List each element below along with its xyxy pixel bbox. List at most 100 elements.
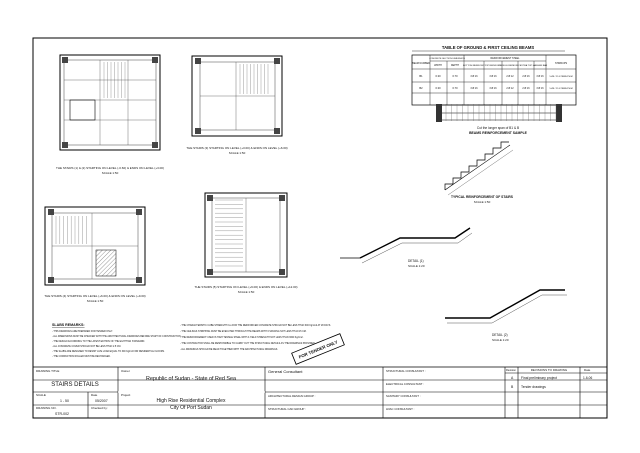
remark-2: - ALL DIMENSIONS MUST BE CHECKED WITH TH… (52, 335, 182, 338)
cell-stirrups: 5 Ø8 / 25 STIRRUPS/M (549, 76, 572, 78)
plan-2-caption: THE STAIRS (3) STARTING ON LEVEL (+3.00)… (186, 146, 287, 150)
drawing-no-label: DRAWING NO. (36, 406, 57, 410)
general-consultant: General Consultant (268, 369, 303, 374)
beam-table-title: TABLE OF GROUND & FIRST CEILING BEAMS (442, 45, 534, 50)
rev-b-text: Tender drawings (521, 385, 546, 389)
stair-sample-caption: TYPICAL REINFORCEMENT OF STAIRS (451, 195, 514, 199)
note-3: - THE REINFORCEMENT USED IS HIGH TENSILE… (180, 336, 304, 339)
beam-reinforcement-sample: Cut the longer span of B1 & B BEAMS REIN… (436, 104, 562, 135)
detail-2-scale: SCALE 1:20 (492, 338, 509, 342)
stair-plan-3: THE STAIRS (4) STARTING ON LEVEL (+6.00)… (44, 206, 146, 303)
rev-b-mark: B (511, 385, 514, 389)
sanitary-consultant: SANITARY CONSULTANT : (386, 394, 421, 398)
cell-width: 0.30 (435, 74, 441, 78)
stair-sample-scale: SCALE 1:50 (474, 200, 491, 204)
col-concrete: CONCRETE SECTION DIMENSION (429, 58, 465, 60)
detail-2: DETAIL (2) SCALE 1:20 (445, 289, 567, 342)
beam-table: TABLE OF GROUND & FIRST CEILING BEAMS BE… (411, 45, 577, 106)
stair-plan-2: THE STAIRS (3) STARTING ON LEVEL (+3.00)… (186, 55, 288, 155)
typical-stair-reinforcement: TYPICAL REINFORCEMENT OF STAIRS SCALE 1:… (444, 141, 514, 204)
revisions-date-col: Date (584, 368, 591, 372)
project-line-1: High Rise Residential Complex (157, 398, 226, 404)
sheet-border (32, 37, 608, 419)
remarks-title: SLABS REMARKS: (52, 323, 85, 327)
rev-a-date: 1-6-06 (583, 376, 592, 380)
plan-2-scale: SCALE 1:50 (229, 151, 246, 155)
col-stirrups: STIRRUPS (555, 62, 567, 65)
cell-depth: 0.70 (452, 74, 458, 78)
cell-middle: 2 Ø 12 (506, 75, 514, 78)
plan-3-scale: SCALE 1:50 (87, 299, 104, 303)
owner-value: Republic of Sudan - State of Red Sea (146, 376, 236, 382)
remark-4: - ALL CONCRETE COVER SHOULD NOT BE LESS … (52, 345, 121, 348)
beam-row-2: B2 0.30 0.70 3 Ø 16 3 Ø 16 2 Ø 12 2 Ø 16… (419, 86, 572, 90)
col-bottom: BOTTOM REINFORC. (463, 65, 485, 67)
plan-1-caption: THE STAIRS (1) & (2) STARTING ON LEVEL (… (56, 166, 164, 170)
plan-1-scale: SCALE 1:50 (102, 171, 119, 175)
owner-label: Owner (121, 369, 130, 373)
detail-2-label: DETAIL (2) (492, 333, 508, 337)
col-reinforcement: REINFORCEMENT STEEL (490, 57, 520, 60)
revision-label: Revision (506, 368, 517, 372)
date-label: Date (91, 393, 98, 397)
note-2: - THE CEILINGS STRIPPING MUST BE EXECUTE… (180, 330, 307, 333)
detail-1: DETAIL (1) SCALE 1:20 (340, 227, 473, 268)
col-depth: DEPTH (451, 64, 459, 67)
detail-1-scale: SCALE 1:20 (408, 264, 425, 268)
drawing-no-value: STR-002 (55, 412, 69, 416)
col-beam-no: BEAM NUMBER (412, 62, 430, 65)
cell-extra: 2 Ø 16 (522, 87, 530, 90)
col-middle: MIDDLE REINFORC. (500, 65, 521, 67)
electrical-consultant: ELECTRICAL CONSULTANT : (386, 382, 424, 386)
plan-4-scale: SCALE 1:50 (238, 290, 255, 294)
cell-hanger: 3 Ø 16 (536, 75, 544, 78)
cell-no: B1 (419, 74, 423, 78)
plan-3-caption: THE STAIRS (4) STARTING ON LEVEL (+6.00)… (44, 294, 145, 298)
remark-5: - THE SLABS ARE DESIGNED TO RESIST LIVE … (52, 350, 165, 353)
project-label: Project (121, 393, 131, 397)
structural-consultant: STRUCTURAL CONSULTANT : (386, 369, 426, 373)
beam-sample-caption-2: BEAMS REINFORCEMENT SAMPLE (469, 131, 528, 135)
date-value: 05/2007 (95, 399, 108, 403)
stair-plan-1: THE STAIRS (1) & (2) STARTING ON LEVEL (… (56, 54, 164, 175)
cell-stirrups: 5 Ø8 / 25 STIRRUPS/M (549, 88, 572, 90)
note-4: - THE CONTRACTOR SHALL BE RESPONSIBLE TO… (180, 342, 316, 345)
drawing-title: STAIRS DETAILS (51, 382, 98, 388)
note-5: - ALL DRAWINGS SHOULD BE READ TOGETHER W… (180, 348, 278, 351)
slabs-remarks: SLABS REMARKS: - THIS DRAWINGS ARE PREPA… (52, 323, 345, 365)
detail-1-label: DETAIL (1) (408, 259, 424, 263)
cell-depth: 0.70 (452, 86, 458, 90)
arch-design-group: ARCHITECTURAL DESIGN GROUP : (268, 394, 316, 398)
remark-1: - THIS DRAWINGS ARE PREPARED FOR TENDER … (52, 330, 113, 333)
remark-6: - THE COMPACTION ROLLER MUST BE RECHARGE… (52, 355, 111, 358)
note-1: - THE CHARACTERISTIC CUBE STRENGTH Fcu F… (180, 324, 331, 327)
cell-top: 3 Ø 16 (489, 75, 497, 78)
cell-middle: 2 Ø 12 (506, 87, 514, 90)
beam-sample-caption-1: Cut the longer span of B1 & B (477, 126, 519, 130)
cell-extra: 2 Ø 16 (522, 75, 530, 78)
remark-3: - THE DESIGN ACCORDING TO THE LATEST EDI… (52, 340, 145, 343)
plan-4-caption: THE STAIRS (5) STARTING ON LEVEL (+9.00)… (195, 285, 298, 289)
cell-width: 0.30 (435, 86, 441, 90)
hvac-consultant: HVAC CONSULTANT : (386, 407, 415, 411)
cell-bottom: 3 Ø 16 (470, 87, 478, 90)
cell-hanger: 3 Ø 16 (536, 87, 544, 90)
rev-a-mark: A (511, 376, 514, 380)
col-top: TOP REINFORC. (484, 65, 501, 67)
cell-top: 3 Ø 16 (489, 87, 497, 90)
scale-label: SCALE (36, 393, 46, 397)
structural-cad-group: STRUCTURAL CAD GROUP : (268, 407, 306, 411)
project-line-2: City Of Port Sudan (170, 405, 212, 411)
cell-no: B2 (419, 86, 423, 90)
drawing-title-label: DRAWING TITLE (36, 369, 59, 373)
beam-row-1: B1 0.30 0.70 3 Ø 16 3 Ø 16 2 Ø 12 2 Ø 16… (419, 74, 572, 78)
col-extra: EXTRA TOP (520, 64, 533, 67)
title-block: DRAWING TITLE STAIRS DETAILS SCALE 1 - 5… (33, 367, 607, 418)
cell-bottom: 3 Ø 16 (470, 75, 478, 78)
col-width: WIDTH (434, 64, 442, 67)
stair-plan-4: THE STAIRS (5) STARTING ON LEVEL (+9.00)… (195, 192, 298, 294)
col-hanger: HANGER BAR (533, 64, 548, 67)
scale-value: 1 - 50 (60, 399, 69, 403)
revisions-title: REVISIONS TO DRAWING (531, 368, 568, 372)
